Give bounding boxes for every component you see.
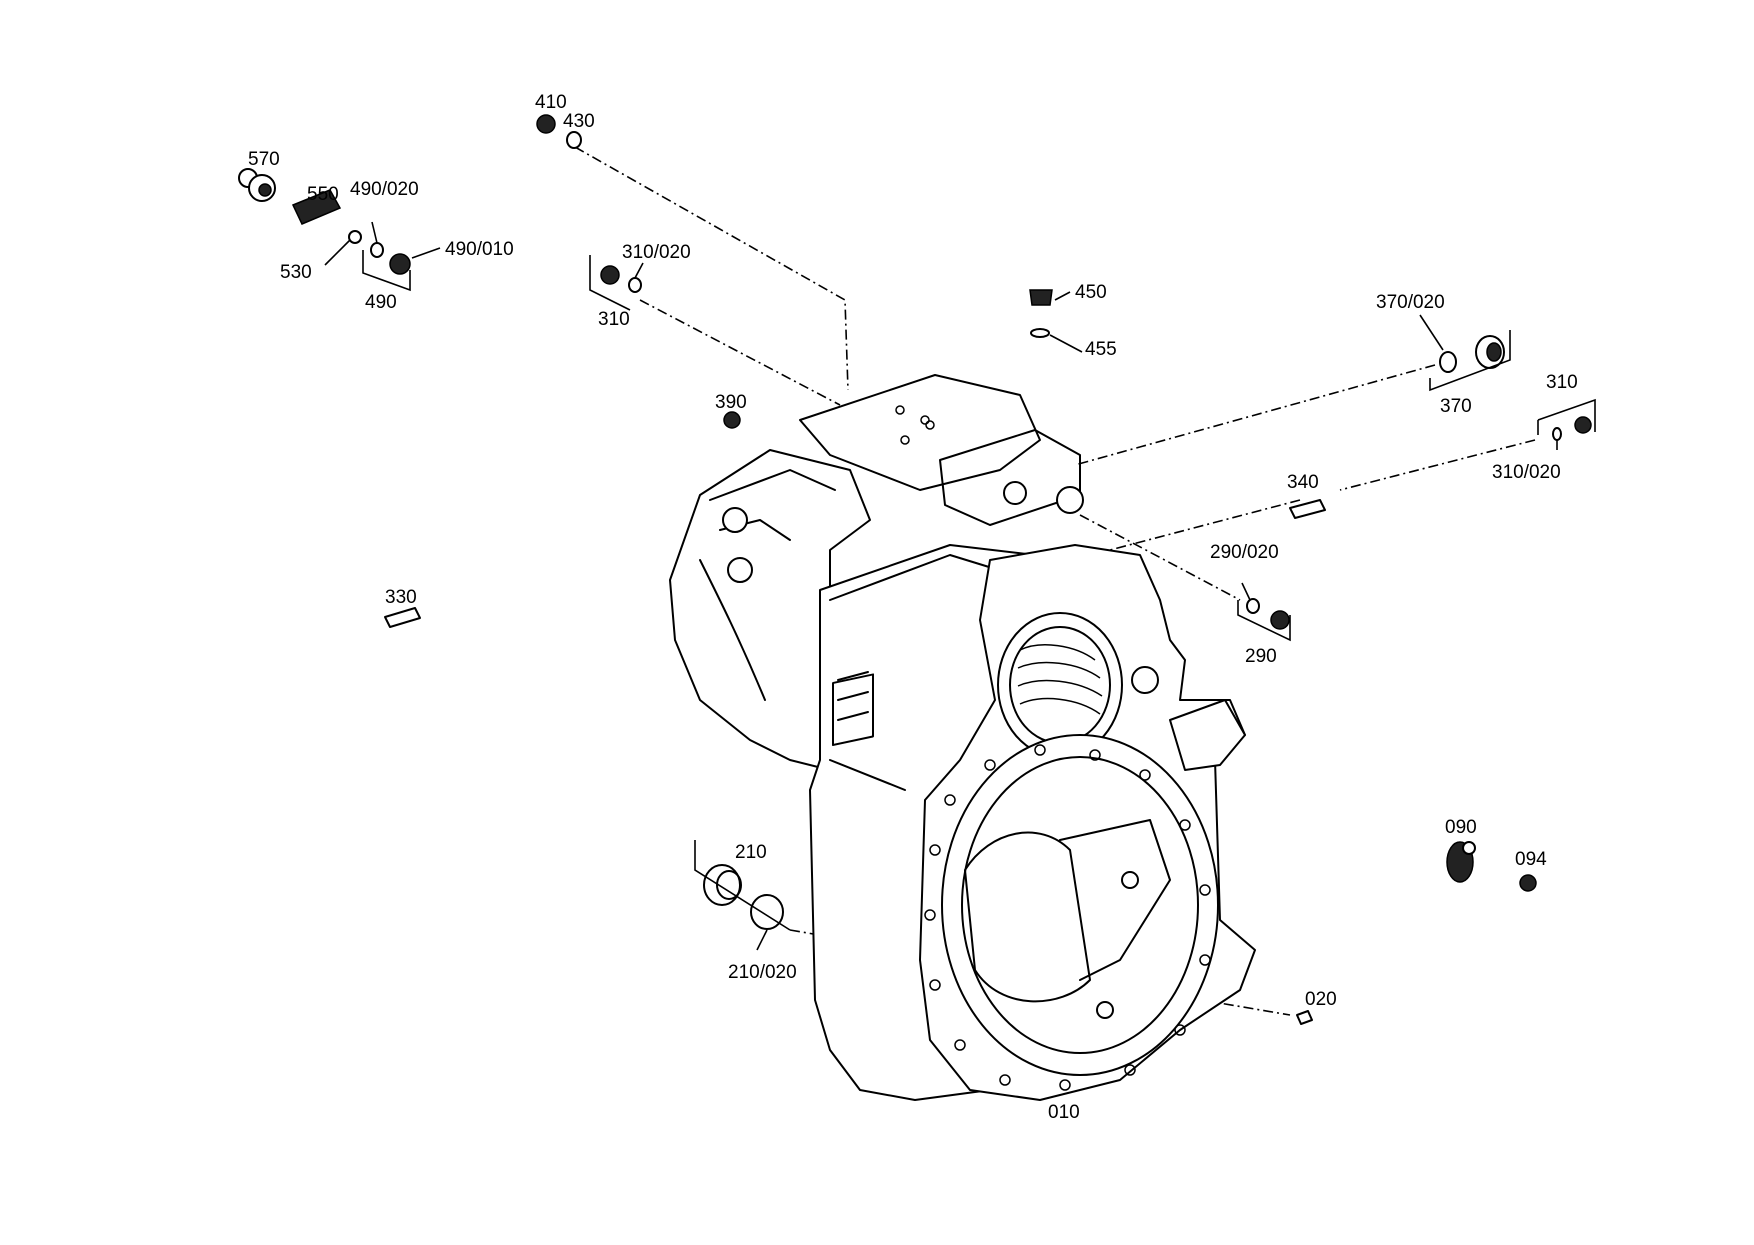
label-490-020: 490/020 [350, 179, 419, 200]
part-labels: 410 430 570 550 490/020 490/010 530 490 … [248, 92, 1578, 1123]
label-290-020: 290/020 [1210, 542, 1279, 563]
transmission-housing [669, 374, 1256, 1101]
label-210: 210 [735, 842, 767, 863]
label-330: 330 [385, 587, 417, 608]
callout-leaders [324, 221, 1596, 951]
label-310-020-right: 310/020 [1492, 462, 1561, 483]
label-020: 020 [1305, 989, 1337, 1010]
label-210-020: 210/020 [728, 962, 797, 983]
label-570: 570 [248, 149, 280, 170]
label-094: 094 [1515, 849, 1547, 870]
label-450: 450 [1075, 282, 1107, 303]
label-490-010: 490/010 [445, 239, 514, 260]
small-parts [238, 114, 1592, 1025]
label-430: 430 [563, 111, 595, 132]
label-010: 010 [1048, 1102, 1080, 1123]
label-410: 410 [535, 92, 567, 113]
label-370-020: 370/020 [1376, 292, 1445, 313]
label-370: 370 [1440, 396, 1472, 417]
label-310-right: 310 [1546, 372, 1578, 393]
label-530: 530 [280, 262, 312, 283]
label-310-left: 310 [598, 309, 630, 330]
label-310-020-left: 310/020 [622, 242, 691, 263]
label-490: 490 [365, 292, 397, 313]
label-390: 390 [715, 392, 747, 413]
label-090: 090 [1445, 817, 1477, 838]
label-455: 455 [1085, 339, 1117, 360]
label-340: 340 [1287, 472, 1319, 493]
label-550: 550 [307, 184, 339, 205]
label-290: 290 [1245, 646, 1277, 667]
